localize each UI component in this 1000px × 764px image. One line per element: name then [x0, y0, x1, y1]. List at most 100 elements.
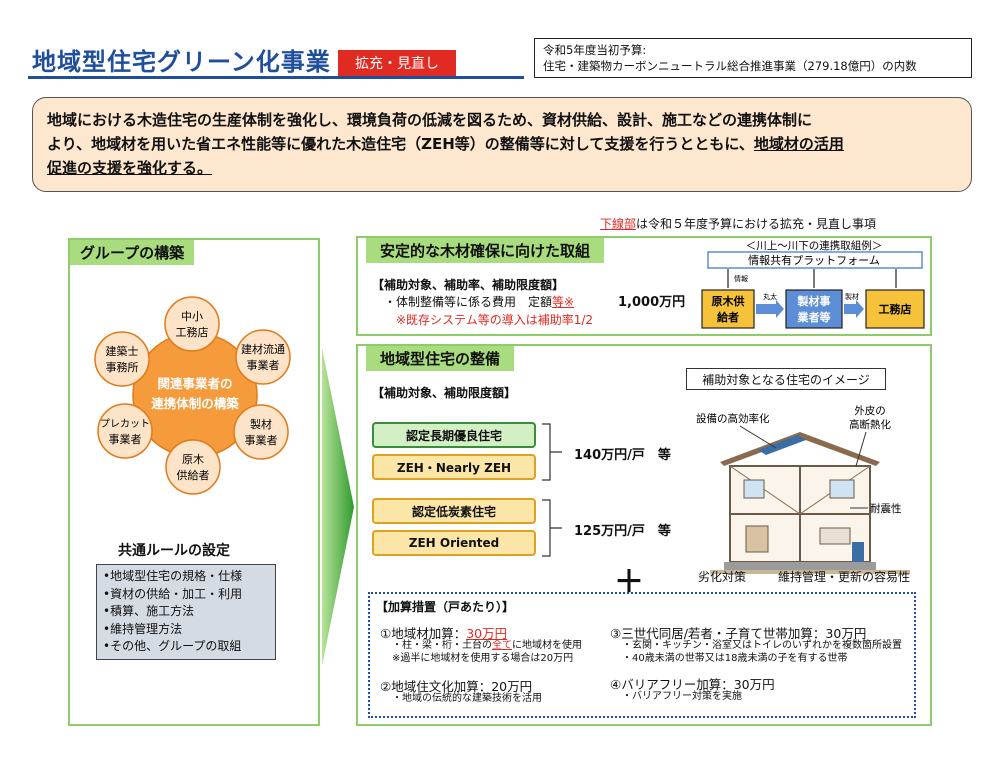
label-envelope-2: 高断熱化: [849, 418, 891, 431]
petal-label-3b: 事業者: [245, 434, 278, 447]
house-window: [743, 479, 765, 499]
additional-measures-title: 【加算措置（戸あたり）】: [376, 600, 515, 614]
add-three-generation: ③三世代同居/若者・子育て世帯加算：30万円: [610, 626, 867, 641]
house-image-title: 補助対象となる住宅のイメージ: [686, 368, 886, 390]
add3-sub2: ・40歳未満の世帯又は18歳未満の子を有する世帯: [622, 653, 848, 664]
amount-125: 125万円/戸 等: [574, 524, 671, 539]
rule-item: •その他、グループの取組: [103, 639, 242, 653]
hub-center-line-2: 連携体制の構築: [151, 396, 239, 411]
add1-amount-red: 30万円: [466, 626, 508, 641]
group-hub-diagram: 関連事業者の 連携体制の構築 中小 工務店 建材流通 事業者 製材 事業者 原木…: [94, 296, 291, 495]
rule-item: •積算、施工方法: [103, 604, 195, 618]
flow-arrow2-label: 製材: [845, 292, 859, 301]
flow-box1-line2: 給者: [717, 310, 739, 324]
solar-panel-icon: [758, 435, 806, 455]
add1-text: ①地域材加算：: [380, 626, 467, 641]
petal-label-5b: 事業者: [109, 433, 142, 446]
petal-label-2a: 建材流通: [241, 342, 285, 356]
group-panel: グループの構築: [68, 238, 320, 726]
group-panel-heading: グループの構築: [70, 240, 195, 265]
summary-line-2: より、地域材を用いた省エネ性能等に優れた木造住宅（ZEH等）の整備等に対して支援…: [47, 132, 957, 156]
bracket-1: [542, 423, 562, 481]
flow-arrow: [322, 348, 354, 666]
flow-box3-label: 工務店: [879, 302, 912, 316]
flow-arrow1-label: 丸太: [763, 292, 777, 301]
rule-item: •資材の供給・加工・利用: [103, 586, 243, 601]
petal-precut: プレカット 事業者: [97, 403, 153, 459]
house-kitchen: [819, 527, 851, 545]
low-carbon-housing-box: 認定低炭素住宅: [372, 498, 536, 524]
add2-sub: ・地域の伝統的な建築技術を活用: [392, 693, 542, 704]
amount-140: 140万円/戸 等: [574, 448, 671, 463]
rule-item: •維持管理方法: [103, 621, 183, 636]
underline-note: 下線部は令和５年度予算における拡充・見直し事項: [600, 215, 876, 232]
add1-sub1-red: 全て: [492, 640, 512, 651]
flow-caption: ＜川上～川下の連携取組例＞: [746, 239, 883, 252]
housing-panel: 地域型住宅の整備: [356, 344, 932, 726]
flow-arrow-1: [756, 300, 784, 318]
flow-box-builder: [865, 289, 925, 329]
timber-subsidy-head: 【補助対象、補助率、補助限度額】: [372, 278, 565, 292]
ground: [710, 570, 910, 574]
timber-item: ・体制整備等に係る費用 定額等※: [384, 293, 574, 310]
petal-label-3a: 製材: [250, 417, 272, 431]
summary-line-3: 促進の支援を強化する。: [47, 159, 213, 177]
petal-architect-office: 建築士 事務所: [94, 331, 150, 387]
flow-box-log-supplier: [701, 289, 755, 329]
label-maintenance: 維持管理・更新の容易性: [778, 570, 911, 584]
label-deterioration: 劣化対策: [698, 570, 747, 584]
long-life-quality-housing-box: 認定長期優良住宅: [372, 422, 536, 448]
hub-center-line-1: 関連事業者の: [157, 376, 232, 391]
supply-chain-diagram: ＜川上～川下の連携取組例＞ 情報共有プラットフォーム 情報 原木供 給者 丸太 …: [701, 239, 925, 329]
add1-sub2: ※過半に地域材を使用する場合は20万円: [392, 653, 574, 664]
flow-info-label: 情報: [734, 274, 748, 283]
bracket-2: [542, 499, 562, 557]
expansion-badge: 拡充・見直し: [338, 50, 456, 76]
title-underline: [28, 76, 524, 79]
water-heater-icon: [852, 542, 864, 562]
petal-log-supplier: 原木 供給者: [165, 439, 221, 495]
summary-box: 地域における木造住宅の生産体制を強化し、環境負荷の低減を図るため、資材供給、設計…: [32, 97, 972, 192]
timber-item-red: 等※: [552, 295, 575, 309]
petal-label-1b: 工務店: [176, 325, 209, 339]
petal-label-4a: 原木: [182, 453, 204, 466]
timber-panel: 安定的な木材確保に向けた取組: [356, 236, 932, 336]
add1-sub1: ・柱・梁・桁・土台の全てに地域材を使用: [392, 640, 582, 652]
housing-subsidy-head: 【補助対象、補助限度額】: [372, 386, 517, 400]
flow-arrow-2: [844, 300, 864, 318]
petal-sawmill: 製材 事業者: [233, 404, 289, 460]
housing-panel-heading: 地域型住宅の整備: [366, 346, 515, 371]
plus-icon: ＋: [614, 565, 644, 600]
underline-note-text: は令和５年度予算における拡充・見直し事項: [636, 217, 877, 231]
petal-label-5a: プレカット: [100, 418, 150, 430]
add4-sub: ・バリアフリー対策を実施: [622, 691, 742, 702]
petal-label-1a: 中小: [181, 310, 203, 323]
flow-box1-line1: 原木供: [712, 294, 745, 308]
add3-sub1: ・玄関・キッチン・浴室又はトイレのいずれかを複数箇所設置: [622, 640, 902, 651]
timber-amount: 1,000万円: [618, 295, 686, 310]
flow-box2-line1: 製材事: [797, 294, 831, 308]
common-rules-title: 共通ルールの設定: [118, 543, 230, 559]
budget-line-2: 住宅・建築物カーボンニュートラル総合推進事業（279.18億円）の内数: [543, 59, 917, 73]
summary-line-1: 地域における木造住宅の生産体制を強化し、環境負荷の低減を図るため、資材供給、設計…: [47, 111, 813, 129]
common-rules-list: •地域型住宅の規格・仕様 •資材の供給・加工・利用 •積算、施工方法 •維持管理…: [96, 564, 276, 660]
house-window: [829, 479, 855, 499]
timber-item-text: ・体制整備等に係る費用 定額: [384, 295, 553, 309]
petal-label-4b: 供給者: [177, 468, 210, 482]
add1-sub1-text: ・柱・梁・桁・土台の: [392, 640, 492, 651]
add1-sub1-text-b: に地域材を使用: [512, 640, 582, 651]
petal-label-6a: 建築士: [106, 344, 139, 358]
add-local-wood: ①地域材加算：30万円: [380, 623, 507, 642]
label-seismic: 耐震性: [870, 502, 902, 515]
budget-line-1: 令和5年度当初予算:: [543, 43, 647, 57]
flow-box-sawmill: [785, 289, 843, 329]
add-local-culture: ②地域住文化加算：20万円: [380, 679, 533, 694]
label-equipment-efficiency: 設備の高効率化: [696, 412, 770, 425]
timber-red-note: ※既存システム等の導入は補助率1/2: [396, 313, 594, 327]
summary-line-2-text: より、地域材を用いた省エネ性能等に優れた木造住宅（ZEH等）の整備等に対して支援…: [47, 135, 754, 153]
flow-box2-line2: 業者等: [797, 310, 831, 324]
add-barrier-free: ④バリアフリー加算：30万円: [610, 677, 775, 692]
platform-box: [707, 251, 923, 269]
label-envelope-1: 外皮の: [854, 404, 886, 417]
summary-underlined-1: 地域材の活用: [753, 135, 844, 153]
